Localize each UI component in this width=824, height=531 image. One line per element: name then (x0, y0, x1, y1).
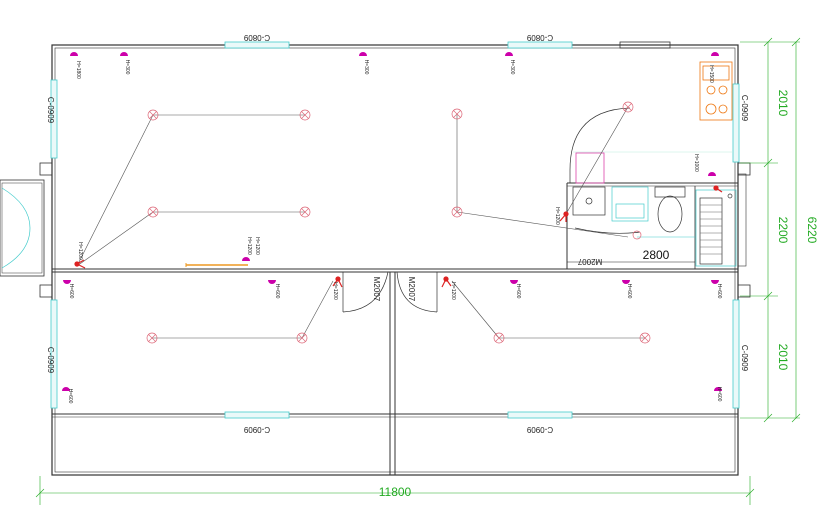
distribution-box (185, 263, 248, 267)
socket-label: H=600 (67, 389, 73, 404)
entry-door (1, 187, 31, 269)
walls (0, 44, 751, 476)
socket-label: H=300 (363, 60, 369, 75)
socket-symbol (622, 280, 630, 284)
socket-symbol (268, 280, 276, 284)
socket-symbol (70, 52, 78, 56)
socket-label: H=600 (716, 387, 722, 402)
ceiling-light (639, 332, 651, 344)
dimension-lower-depth: 2010 (776, 344, 790, 371)
socket-label: H=1000 (693, 154, 699, 172)
socket-label: H=300 (509, 60, 515, 75)
ceiling-light (632, 230, 642, 240)
dimension-bathroom-width: 2800 (643, 248, 670, 262)
ceiling-light (493, 332, 505, 344)
socket-symbol (359, 52, 367, 56)
socket-symbol (505, 52, 513, 56)
socket-label: H=600 (626, 284, 632, 299)
ceiling-light (147, 206, 159, 218)
socket-label: H=600 (515, 284, 521, 299)
window-label-left-lower: C-0909 (46, 347, 55, 374)
socket-label: H=300 (124, 60, 130, 75)
wiring (76, 106, 695, 339)
socket-symbol (714, 387, 722, 391)
windows-graphics (50, 41, 740, 419)
window-label-right-lower: C-0909 (740, 345, 749, 372)
socket-label: H=1200 (450, 282, 456, 300)
socket-labels: H=1800 H=300 H=300 H=300 H=1500 H=1000 H… (67, 60, 722, 404)
socket-label: H=1200 (332, 282, 338, 300)
socket-symbol (711, 280, 719, 284)
socket-label: H=1200 (77, 242, 83, 260)
socket-symbol (711, 52, 719, 56)
socket-label: H=1200 (554, 207, 560, 225)
window-label-right-upper: C-0909 (740, 95, 749, 122)
window-label-bottom-left: C-0909 (243, 425, 270, 434)
window-label-top-right: C-0809 (526, 33, 553, 42)
switch-symbol (441, 276, 452, 288)
socket-symbol (120, 52, 128, 56)
switch-symbol (559, 211, 569, 222)
socket-label: H=1800 (75, 61, 81, 79)
dimension-upper-depth: 2010 (776, 90, 790, 117)
door-labels: M2007 M2007 M2007 (372, 257, 602, 302)
ceiling-lights (146, 101, 651, 344)
socket-label: H=600 (68, 284, 74, 299)
door-label-left-room: M2007 (372, 277, 381, 302)
window-label-left-upper: C-0909 (46, 97, 55, 124)
ceiling-light (622, 101, 634, 113)
window-labels: C-0809 C-0809 C-0909 C-0909 C-0909 C-090… (46, 33, 749, 434)
socket-symbol (62, 387, 70, 391)
dimension-labels: 11800 6220 2010 2200 2010 2800 (379, 90, 819, 499)
socket-symbol (63, 280, 71, 284)
kitchen-stove (699, 61, 733, 121)
dimension-total-depth: 6220 (805, 217, 819, 244)
door-label-bath: M2007 (577, 257, 602, 266)
socket-symbol (708, 172, 716, 176)
dimension-lines (35, 37, 801, 505)
window-label-bottom-right: C-0909 (526, 425, 553, 434)
switch-symbol (713, 185, 723, 193)
socket-label: H=600 (274, 284, 280, 299)
ceiling-light (299, 109, 311, 121)
bath-fixtures (572, 151, 737, 267)
ceiling-light (451, 108, 463, 120)
socket-symbol (510, 280, 518, 284)
dimension-middle-depth: 2200 (776, 217, 790, 244)
door-swings (342, 107, 641, 313)
switches (74, 185, 723, 288)
door-label-right-room: M2007 (407, 277, 416, 302)
ceiling-light (147, 109, 159, 121)
window-label-top-left: C-0809 (243, 33, 270, 42)
switch-symbol (74, 259, 86, 269)
kitchen-counter (575, 152, 605, 184)
socket-symbol (242, 257, 250, 261)
socket-label: H=1200 (254, 237, 260, 255)
dimension-total-width: 11800 (379, 485, 412, 499)
socket-label: H=1500 (708, 65, 714, 83)
switch-symbol (332, 276, 343, 288)
ceiling-light (299, 206, 311, 218)
ceiling-light (146, 332, 158, 344)
ceiling-light (296, 332, 308, 344)
ceiling-light (451, 206, 463, 218)
sockets (62, 52, 722, 391)
socket-label: H=600 (716, 284, 722, 299)
socket-label: H=1200 (246, 237, 252, 255)
